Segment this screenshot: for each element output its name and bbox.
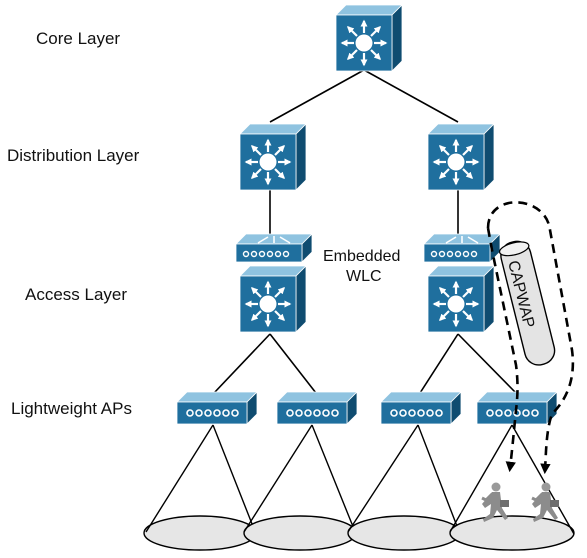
lightweight-aps-label: Lightweight APs bbox=[11, 399, 132, 418]
access-point-1-icon bbox=[176, 391, 258, 425]
capwap-tunnel: CAPWAP bbox=[486, 201, 575, 475]
wlc-module-left-icon bbox=[235, 233, 313, 263]
coverage-cone-ap4 bbox=[449, 424, 575, 551]
capwap-tube-icon bbox=[498, 240, 556, 366]
wlc-module-right-icon bbox=[423, 233, 501, 263]
access-point-2-icon bbox=[276, 391, 358, 425]
embedded-wlc-label-line2: WLC bbox=[346, 268, 382, 285]
core-layer-label: Core Layer bbox=[36, 29, 120, 48]
distribution-switch-right-icon bbox=[428, 124, 494, 190]
distribution-switch-left-icon bbox=[240, 124, 306, 190]
distribution-layer-label: Distribution Layer bbox=[7, 146, 140, 165]
embedded-wlc-label-line1: Embedded bbox=[323, 248, 400, 265]
links bbox=[213, 69, 517, 394]
access-switch-right-icon bbox=[428, 266, 494, 332]
access-layer-label: Access Layer bbox=[25, 285, 127, 304]
coverage-areas bbox=[143, 424, 575, 551]
core-switch-icon bbox=[336, 5, 402, 71]
access-switch-left-icon bbox=[240, 266, 306, 332]
coverage-cone-ap3 bbox=[347, 424, 461, 551]
user-2-icon bbox=[530, 481, 561, 524]
coverage-cone-ap2 bbox=[243, 424, 357, 551]
coverage-cone-ap1 bbox=[143, 424, 257, 551]
access-point-3-icon bbox=[380, 391, 462, 425]
